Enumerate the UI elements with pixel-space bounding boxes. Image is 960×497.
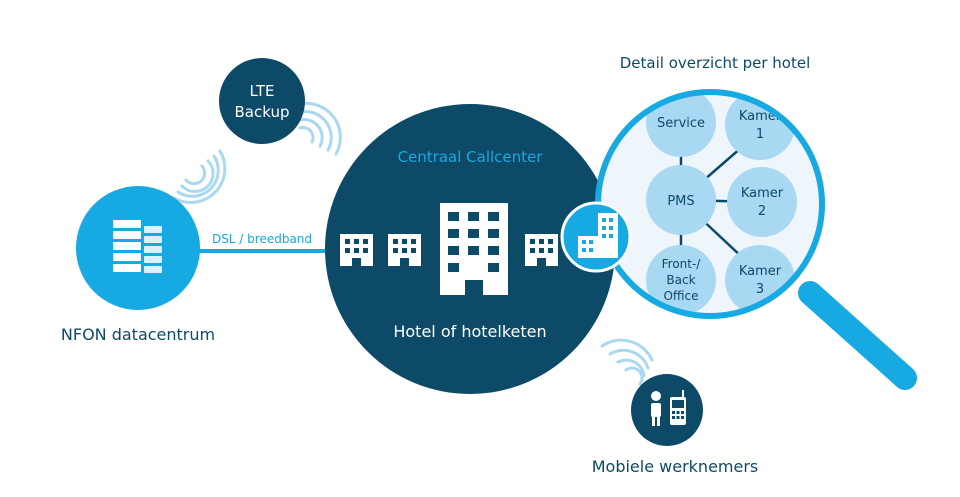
lte-label-line1: LTE [250,82,275,100]
node-kamer-2: Kamer 2 [727,167,797,237]
lte-hotel-wave-icon [298,101,342,156]
svg-text:Office: Office [663,289,698,303]
mobile-label: Mobiele werknemers [592,457,759,476]
server-rack-icon [113,220,162,273]
datacenter-label: NFON datacentrum [61,325,215,344]
node-pms: PMS [646,165,716,235]
magnifier-lens: Service PMS Front-/ Back Office Kamer 1 … [595,89,825,319]
mobile-node [631,374,703,446]
detail-title: Detail overzicht per hotel [620,54,811,72]
svg-text:2: 2 [758,204,766,219]
mobile-wave-icon [600,338,654,386]
svg-text:PMS: PMS [667,194,694,209]
hotel-building-icon [440,203,508,295]
magnifier-handle [798,281,917,390]
datacenter-node [76,186,200,310]
small-hotel-icon-3 [525,234,558,266]
small-hotel-icon-2 [388,234,421,266]
svg-text:Kamer: Kamer [739,264,782,279]
svg-text:Kamer: Kamer [741,186,784,201]
lte-datacenter-wave-icon [172,149,227,204]
hotel-node: Centraal Callcenter Hotel of hotelketen [325,104,615,394]
person-phone-icon [651,390,686,426]
svg-text:Front-/: Front-/ [662,257,702,271]
node-front-back-office: Front-/ Back Office [646,245,716,315]
dsl-label: DSL / breedband [212,232,312,246]
hotel-label: Hotel of hotelketen [393,322,546,341]
highlighted-hotel-node [560,201,632,273]
svg-text:3: 3 [756,282,764,297]
lte-label-line2: Backup [235,103,290,121]
highlighted-hotel-icon [578,213,618,258]
small-hotel-icon-1 [340,234,373,266]
svg-text:Service: Service [657,116,705,131]
svg-text:Back: Back [666,273,695,287]
lte-backup-node: LTE Backup [219,58,305,144]
svg-text:1: 1 [756,127,764,142]
callcenter-label: Centraal Callcenter [398,148,544,166]
